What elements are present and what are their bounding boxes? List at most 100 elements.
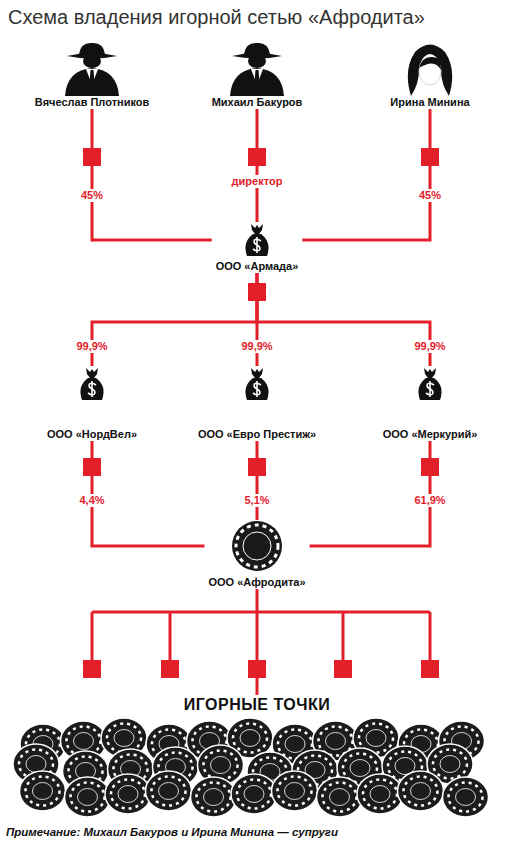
- pile-chip: [443, 777, 489, 817]
- chip-center: [159, 783, 179, 800]
- branch-line: [429, 612, 432, 662]
- junction-square: [421, 660, 439, 678]
- man-icon: [222, 40, 292, 96]
- chip-ring: [363, 780, 397, 809]
- branch-line: [91, 612, 94, 662]
- chip-center: [330, 789, 350, 806]
- chip-center: [118, 786, 138, 803]
- chip-body: [20, 771, 66, 811]
- chip-ring: [323, 783, 357, 812]
- ownership-line: [255, 589, 258, 695]
- chip-body: [191, 777, 237, 817]
- money-bag-icon: [414, 366, 446, 402]
- diagram-title: Схема владения игорной сетью «Афродита»: [8, 6, 425, 29]
- chip-body: [272, 771, 318, 811]
- branch-line: [169, 612, 172, 662]
- share-label: 99,9%: [412, 340, 447, 353]
- junction-square: [83, 660, 101, 678]
- chip-center: [440, 756, 460, 773]
- chip-center: [204, 789, 224, 806]
- entity-name: Михаил Бакуров: [212, 96, 303, 109]
- chip-center: [366, 730, 386, 747]
- share-label: 99,9%: [74, 340, 109, 353]
- chip-ring: [233, 724, 267, 753]
- share-label: 61,9%: [412, 494, 447, 507]
- ownership-line: [92, 109, 212, 240]
- ownership-line: [256, 441, 259, 520]
- chip-ring: [237, 780, 271, 809]
- diagram-caption: Примечание: Михаил Бакуров и Ирина Минин…: [6, 826, 338, 838]
- entity-name: ООО «Меркурий»: [383, 428, 478, 441]
- share-label: 4,4%: [77, 494, 106, 507]
- chip-center: [114, 730, 134, 747]
- pile-chip: [317, 777, 363, 817]
- chip-ring: [433, 750, 467, 779]
- pile-chip: [146, 771, 192, 811]
- ownership-line: [255, 109, 258, 222]
- chip-ring: [204, 751, 238, 780]
- chip-body: [146, 771, 192, 811]
- chip-center: [244, 786, 264, 803]
- entity-name: ООО «Афродита»: [208, 576, 305, 589]
- chip-body: [443, 777, 489, 817]
- subsidiary-company: ООО «Евро Престиж»: [194, 366, 320, 441]
- woman-icon: [395, 40, 465, 96]
- branch-line: [342, 612, 345, 662]
- ownership-line: [92, 273, 257, 366]
- pile-chip: [398, 771, 444, 811]
- money-bag-icon: [241, 222, 273, 258]
- chip-center: [370, 786, 390, 803]
- share-label: директор: [230, 175, 285, 188]
- owner-person: Ирина Минина: [386, 40, 473, 109]
- gaming-points: ИГОРНЫЕ ТОЧКИ: [180, 695, 335, 714]
- owner-person: Вячеслав Плотников: [31, 40, 154, 109]
- entity-name: Вячеслав Плотников: [35, 96, 150, 109]
- chip-center: [240, 730, 260, 747]
- chip-ring: [197, 783, 231, 812]
- chip-ring: [26, 777, 60, 806]
- branch-bus: [92, 611, 430, 614]
- chip-body: [65, 777, 111, 817]
- money-bag-icon: [76, 366, 108, 402]
- entity-name: ООО «Армада»: [216, 260, 299, 273]
- chip-center: [33, 783, 53, 800]
- chip-body: [317, 777, 363, 817]
- chip-center: [411, 783, 431, 800]
- share-label: 99,9%: [239, 340, 274, 353]
- chip-pile: [13, 718, 489, 817]
- chip-center: [456, 789, 476, 806]
- subsidiary-company: ООО «НордВел»: [43, 366, 141, 441]
- operator-company: ООО «Афродита»: [204, 520, 309, 589]
- pile-chip: [191, 777, 237, 817]
- entity-name: ООО «Евро Престиж»: [198, 428, 316, 441]
- share-label: 5,1%: [242, 494, 271, 507]
- chip-center: [350, 760, 370, 777]
- chip-ring: [404, 777, 438, 806]
- pile-chip: [357, 774, 403, 814]
- junction-squares: [83, 148, 439, 678]
- group-heading: ИГОРНЫЕ ТОЧКИ: [184, 695, 331, 714]
- chip-ring: [107, 724, 141, 753]
- chip-body: [357, 774, 403, 814]
- subsidiary-company: ООО «Меркурий»: [379, 366, 482, 441]
- chip-ring: [152, 777, 186, 806]
- chip-body: [398, 771, 444, 811]
- branch-lines: [92, 612, 430, 662]
- money-bag-icon: [241, 366, 273, 402]
- owner-person: Михаил Бакуров: [208, 40, 307, 109]
- chip-ring: [278, 777, 312, 806]
- chip-center: [285, 736, 305, 753]
- pile-chip: [65, 777, 111, 817]
- ownership-line: [257, 273, 430, 366]
- share-label: 45%: [417, 189, 443, 202]
- chip-center: [285, 783, 305, 800]
- chip-center: [78, 789, 98, 806]
- chip-center: [211, 757, 231, 774]
- chip-body: [105, 774, 151, 814]
- entity-name: Ирина Минина: [390, 96, 469, 109]
- junction-square: [334, 660, 352, 678]
- pile-chip: [105, 774, 151, 814]
- chip-ring: [449, 783, 483, 812]
- chip-center: [26, 756, 46, 773]
